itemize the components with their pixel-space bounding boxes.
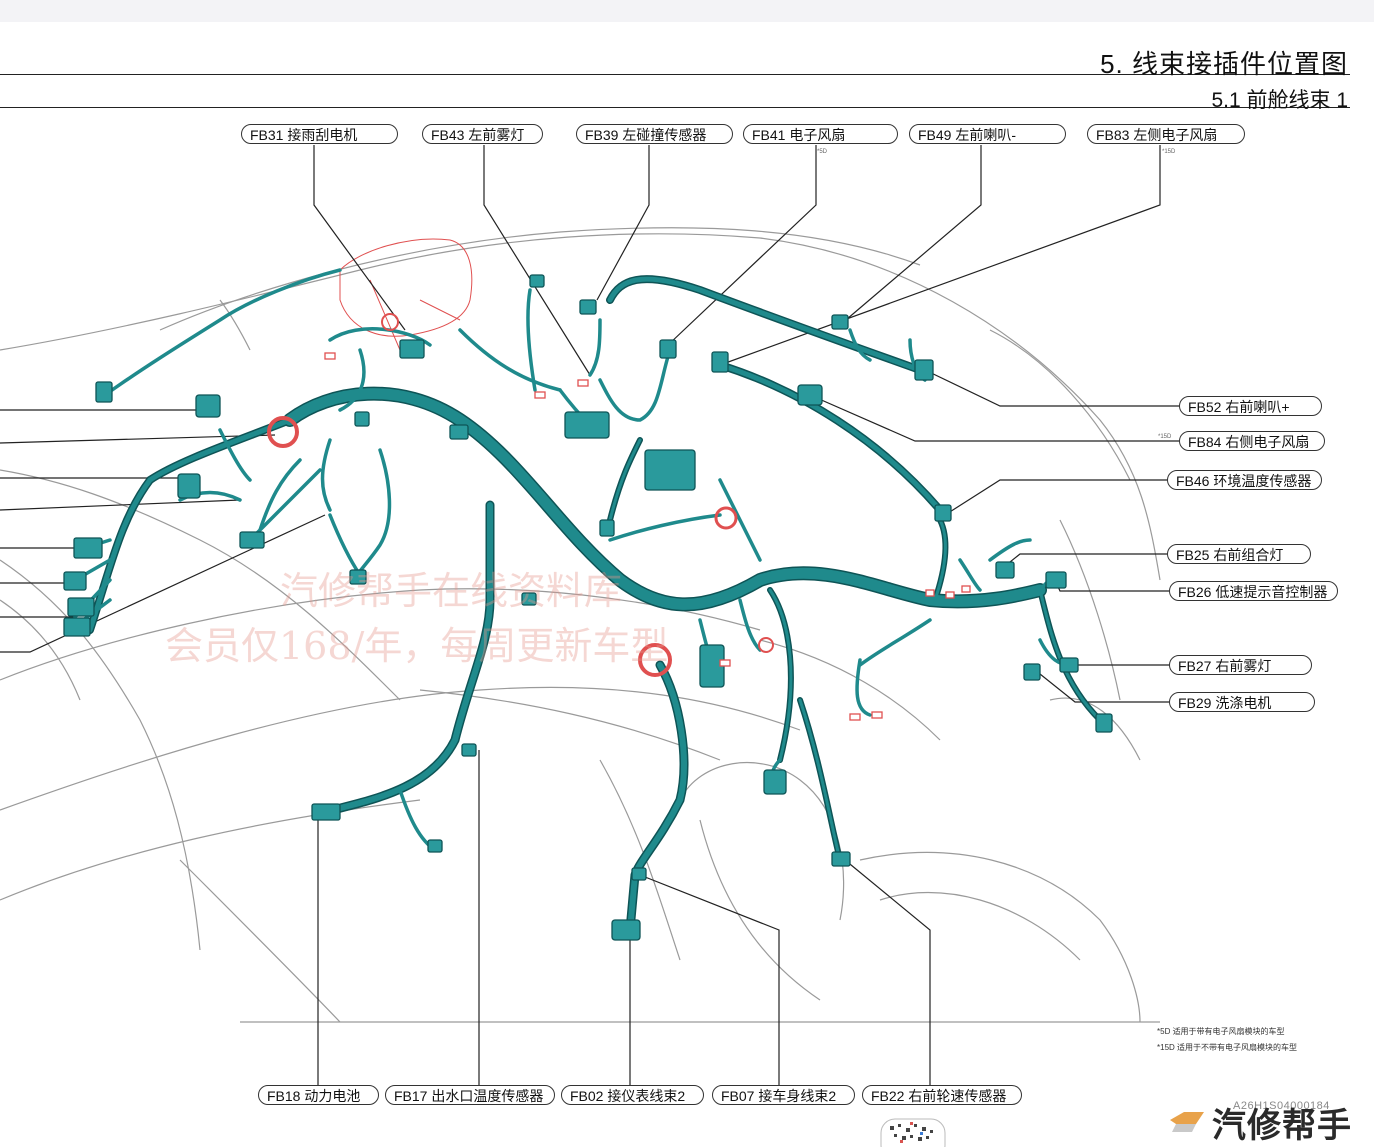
watermark-line1: 汽修帮手在线资料库 <box>280 569 623 613</box>
harness-bundles <box>87 276 1102 933</box>
callout-fb02: FB02 接仪表线束2 <box>561 1085 704 1105</box>
top-band <box>0 0 1374 22</box>
callout-fb17: FB17 出水口温度传感器 <box>385 1085 555 1105</box>
qr-code-icon <box>880 1118 946 1147</box>
document-id: A26H1S04000184 <box>1233 1100 1330 1112</box>
page-title: 5. 线束接插件位置图 <box>1100 49 1348 79</box>
callout-fb39: FB39 左碰撞传感器 <box>576 124 733 144</box>
brand-logo-icon <box>1170 1112 1204 1132</box>
ref-fb84: *15D <box>1158 434 1172 440</box>
note-15d: *15D 适用于不带有电子风扇模块的车型 <box>1157 1043 1298 1052</box>
title-rule <box>0 74 1350 75</box>
clips <box>324 352 971 721</box>
callout-fb49: FB49 左前喇叭- <box>909 124 1066 144</box>
vehicle-outline <box>0 227 1161 1023</box>
callout-fb29: FB29 洗涤电机 <box>1169 692 1315 712</box>
callout-fb22: FB22 右前轮速传感器 <box>862 1085 1022 1105</box>
callout-fb52: FB52 右前喇叭+ <box>1179 396 1322 416</box>
callout-fb31: FB31 接雨刮电机 <box>241 124 398 144</box>
brand-logo-text: 汽修帮手 <box>1212 1107 1352 1145</box>
callout-fb41: FB41 电子风扇 <box>743 124 898 144</box>
watermark-line2: 会员仅168/年，每周更新车型 <box>165 624 669 668</box>
ref-fb83: *15D <box>1162 149 1176 155</box>
ref-fb41: *5D <box>817 149 828 155</box>
callout-fb83: FB83 左侧电子风扇 <box>1087 124 1245 144</box>
callout-fb07: FB07 接车身线束2 <box>712 1085 855 1105</box>
grommets <box>267 313 774 677</box>
callout-fb26: FB26 低速提示音控制器 <box>1169 581 1338 601</box>
callout-fb46: FB46 环境温度传感器 <box>1167 470 1322 490</box>
subtitle-rule <box>0 107 1350 108</box>
callout-fb25: FB25 右前组合灯 <box>1167 544 1311 564</box>
callout-fb43: FB43 左前雾灯 <box>422 124 543 144</box>
callout-fb27: FB27 右前雾灯 <box>1169 655 1312 675</box>
connectors <box>63 274 1113 941</box>
callout-fb18: FB18 动力电池 <box>258 1085 379 1105</box>
callout-fb84: FB84 右侧电子风扇 <box>1179 431 1325 451</box>
page-subtitle: 5.1 前舱线束 1 <box>1211 89 1348 112</box>
note-5d: *5D 适用于带有电子风扇模块的车型 <box>1157 1027 1285 1036</box>
